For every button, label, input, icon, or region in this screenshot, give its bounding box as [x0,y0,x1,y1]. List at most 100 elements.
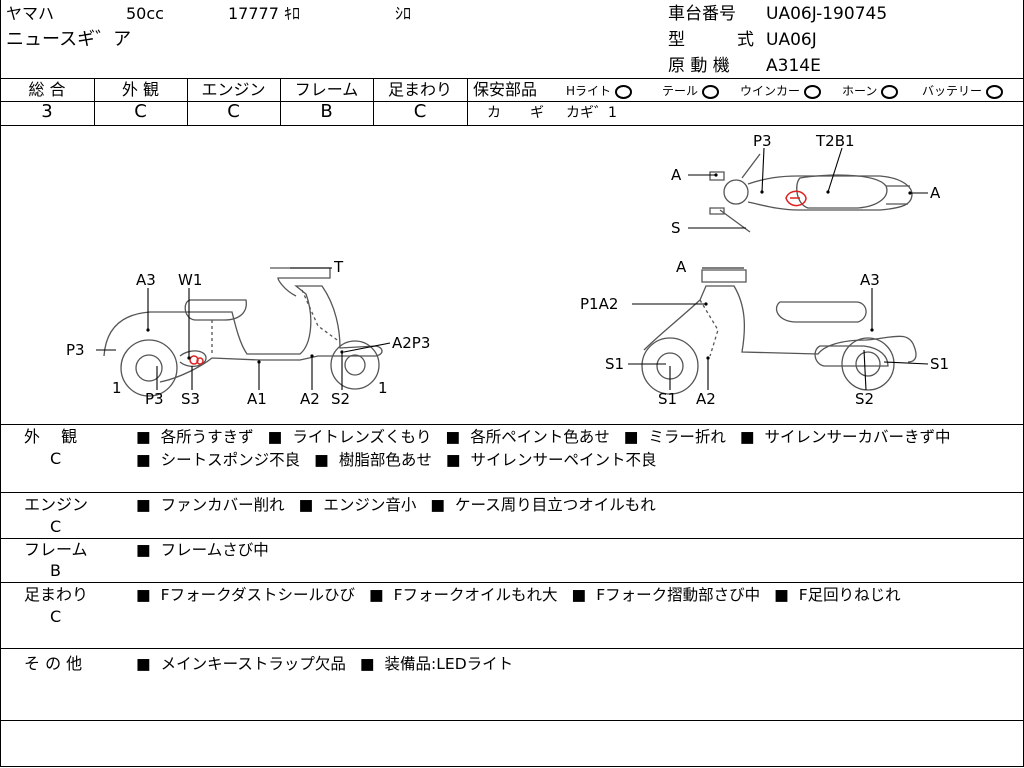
list-item: サイレンサーペイント不良 [446,451,657,469]
safety-tail: テール [662,81,720,101]
diagram-label: S [671,219,681,237]
frame-label: 車台番号 [668,4,736,24]
divider [0,492,1023,493]
diagram-label: A2 [696,390,716,408]
ok-circle-icon [881,84,899,99]
list-item: F足回りねじれ [774,586,901,604]
diagram-label: A [676,258,687,276]
diagram-label: S2 [331,390,350,408]
divider [280,78,281,125]
grade-frame-value: B [320,101,333,122]
divider [0,424,1023,425]
divider [0,125,1023,126]
section-grade: C [50,517,62,536]
divider [187,78,188,125]
displacement: 50cc [126,4,164,23]
list-item: フレームさび中 [136,541,269,559]
divider [0,582,1023,583]
grade-frame-label: フレーム [294,80,359,99]
damage-mark [785,190,807,207]
diagram-label: T [333,258,344,276]
section-items: フレームさび中 [136,539,283,562]
diagram-label: A2P3 [392,334,430,352]
list-item: 各所ペイント色あせ [446,428,610,446]
item-row: ファンカバー削れエンジン音小ケース周り目立つオイルもれ [136,494,670,517]
key-label-2: ギ [530,105,544,121]
diagram-label: S2 [855,390,874,408]
diagram-label: A3 [860,271,880,289]
color: ｼﾛ [395,4,412,23]
section-items: 各所うすきずライトレンズくもり各所ペイント色あせミラー折れサイレンサーカバーきず… [136,426,965,471]
grade-engine-label: エンジン [201,80,266,99]
ok-circle-icon [702,84,720,99]
type-label-1: 型 [668,30,685,50]
divider [0,78,1023,79]
list-item: ミラー折れ [624,428,726,446]
section-exterior: 外 観 C 各所うすきずライトレンズくもり各所ペイント色あせミラー折れサイレンサ… [0,426,1022,492]
grade-suspension-value: C [413,101,427,122]
section-grade: C [50,449,62,468]
section-frame: フレーム B フレームさび中 [0,539,1022,582]
item-row: FフォークダストシールひびFフォークオイルもれ大Fフォーク摺動部さび中F足回りね… [136,584,915,607]
diagram-label: 1 [378,379,388,397]
diagram-label: S3 [181,390,200,408]
list-item: シートスポンジ不良 [136,451,300,469]
scooter-left-view [103,267,383,397]
section-suspension: 足まわり C FフォークダストシールひびFフォークオイルもれ大Fフォーク摺動部さ… [0,584,1022,648]
list-item: Fフォークダストシールひび [136,586,355,604]
divider [0,720,1023,721]
section-other: そ の 他 メインキーストラップ欠品装備品:LEDライト [0,653,1022,720]
divider [373,78,374,125]
diagram-label: 1 [112,379,122,397]
section-grade: C [50,607,62,626]
damage-mark [189,355,199,365]
diagram-label: A1 [247,390,267,408]
list-item: エンジン音小 [299,496,417,514]
grade-engine-value: C [227,101,240,122]
scooter-top-view [709,153,913,233]
diagram-label: S1 [658,390,677,408]
divider [94,78,95,125]
diagram-label: W1 [178,271,202,289]
diagram-label: A [671,166,682,184]
mileage: 17777 ｷﾛ [228,4,300,23]
grade-exterior-label: 外 観 [121,80,160,99]
list-item: ライトレンズくもり [268,428,432,446]
divider [467,78,468,125]
section-title: 外 観 [24,427,78,446]
divider [0,538,1023,539]
ok-circle-icon [804,84,822,99]
section-title: エンジン [24,495,89,514]
grade-exterior-value: C [134,101,147,122]
divider [0,101,468,102]
safety-winker: ウインカー [740,81,822,101]
diagram-label: P3 [145,390,164,408]
damage-mark [196,357,204,365]
item-row: 各所うすきずライトレンズくもり各所ペイント色あせミラー折れサイレンサーカバーきず… [136,426,965,449]
scooter-damage-diagram: A3 W1 T P3 A2P3 1 P3 S3 A1 A2 S2 1 P3 T2… [66,132,949,408]
divider [468,101,1023,102]
list-item: Fフォークオイルもれ大 [369,586,558,604]
diagram-label: S1 [605,355,624,373]
section-title: フレーム [24,540,88,559]
section-title: そ の 他 [24,654,83,673]
diagram-label: S1 [930,355,949,373]
diagram-label: A3 [136,271,156,289]
section-items: FフォークダストシールひびFフォークオイルもれ大Fフォーク摺動部さび中F足回りね… [136,584,915,607]
diagram-label: P3 [66,341,85,359]
frame-number: UA06J-190745 [766,4,888,24]
diagram-label: T2B1 [815,132,855,150]
diagram-label: A2 [300,390,320,408]
ok-circle-icon [615,84,633,99]
safety-headlight: Hライト [566,81,633,101]
section-items: メインキーストラップ欠品装備品:LEDライト [136,653,527,676]
list-item: サイレンサーカバーきず中 [740,428,951,446]
grade-overall-value: 3 [41,101,53,122]
divider [0,648,1023,649]
section-items: ファンカバー削れエンジン音小ケース周り目立つオイルもれ [136,494,670,517]
diagram-label: P1A2 [580,295,618,313]
list-item: ファンカバー削れ [136,496,285,514]
list-item: メインキーストラップ欠品 [136,655,346,673]
key-value: カギ゛1 [566,105,617,121]
safety-horn: ホーン [842,81,899,101]
